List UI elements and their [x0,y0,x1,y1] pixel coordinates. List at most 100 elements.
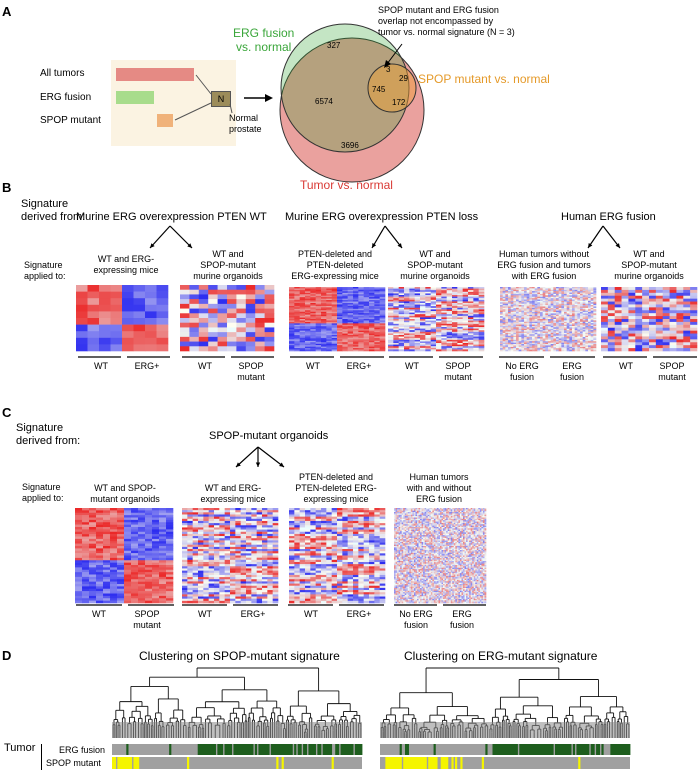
heatmap-cell [230,514,236,517]
heatmap-cell [82,536,90,540]
heatmap-cell [326,294,332,297]
heatmap-cell [642,310,650,314]
heatmap-cell [574,328,578,331]
heatmap-cell [505,339,509,342]
heatmap-cell [353,307,359,310]
heatmap-cell [526,310,530,313]
b-derived-label: Signature derived from: [21,198,86,223]
heatmap-cell [521,287,525,289]
heatmap-cell [500,348,503,350]
heatmap-cell [614,295,622,299]
heatmap-cell [203,516,209,520]
heatmap-cell [532,310,535,313]
heatmap-cell [621,301,629,305]
heatmap-cell [553,289,557,292]
heatmap-cell [404,296,410,299]
heatmap-cell [203,561,209,565]
heatmap-cell [82,546,90,549]
heatmap-cell [542,306,546,309]
heatmap-cell [662,319,670,323]
heatmap-cell [468,299,474,302]
heatmap-cell [529,331,533,334]
heatmap-cell [420,339,426,342]
heatmap-cell [404,341,410,344]
heatmap-cell [574,298,578,300]
heatmap-cell [192,538,199,541]
heatmap-cell [537,345,541,348]
heatmap-cell [255,289,265,295]
heatmap-cell [577,295,581,298]
heatmap-cell [590,313,594,316]
heatmap-cell [542,332,546,335]
heatmap-cell [553,346,557,349]
heatmap-cell [182,527,188,530]
heatmap-cell [159,572,167,575]
heatmap-cell [588,300,591,303]
heatmap-cell [82,593,90,597]
heatmap-cell [585,345,589,348]
heatmap-cell [524,334,527,336]
heatmap-cell [462,349,469,352]
heatmap-cell [526,300,530,303]
heatmap-cell [321,308,327,311]
heatmap-cell [468,347,474,350]
heatmap-cell [550,323,554,325]
heatmap-cell [409,298,415,301]
heatmap-cell [379,292,386,295]
heatmap-cell [305,330,311,333]
heatmap-cell [548,292,551,295]
heatmap-cell [315,321,322,324]
heatmap-cell [628,321,636,326]
heatmap-cell [676,304,684,308]
heatmap-cell [561,328,565,331]
heatmap-cell [337,317,343,320]
heatmap-cell [166,548,174,552]
heatmap-cell [566,316,570,318]
heatmap-cell [505,307,509,310]
heatmap-cell [404,317,410,320]
heatmap-cell [337,333,343,336]
heatmap-cell [299,348,306,350]
heatmap-cell [569,313,573,316]
heatmap-cell [192,512,199,515]
heatmap-cell [347,326,354,329]
overlap-note-2: overlap not encompassed by [378,16,494,26]
heatmap-cell [508,321,511,324]
heatmap-cell [289,332,295,334]
heatmap-cell [513,344,517,346]
heatmap-cell [393,333,399,336]
heatmap-cell [524,317,527,320]
heatmap-cell [534,312,538,314]
heatmap-cell [299,327,306,330]
heatmap-cell [635,298,643,302]
heatmap-cell [299,313,306,315]
heatmap-cell [331,321,338,324]
heatmap-cell [478,293,485,296]
heatmap-cell [420,344,426,347]
heatmap-cell [569,349,573,352]
heatmap-cell [556,320,559,323]
heatmap-cell [577,287,581,289]
heatmap-cell [436,336,442,339]
heatmap-cell [398,333,405,336]
normal-label-1: Normal [229,113,259,123]
heatmap-cell [374,307,380,310]
heatmap-cell [331,316,338,318]
heatmap-cell [187,533,193,537]
heatmap-cell [251,510,257,513]
heatmap-cell [505,332,509,335]
heatmap-cell [230,538,236,541]
heatmap-cell [635,310,643,314]
heatmap-cell [321,291,327,294]
heatmap-cell [510,323,514,325]
heatmap-cell [342,330,348,333]
heatmap-cell [255,313,265,319]
heatmap-cell [96,517,104,521]
heatmap-cell [425,312,431,315]
heatmap-cell [590,293,594,296]
source-arrow-head [187,243,192,248]
heatmap-cell [414,319,421,321]
heatmap-cell [542,313,546,316]
heatmap-cell [545,299,549,302]
heatmap-cell [556,331,559,334]
